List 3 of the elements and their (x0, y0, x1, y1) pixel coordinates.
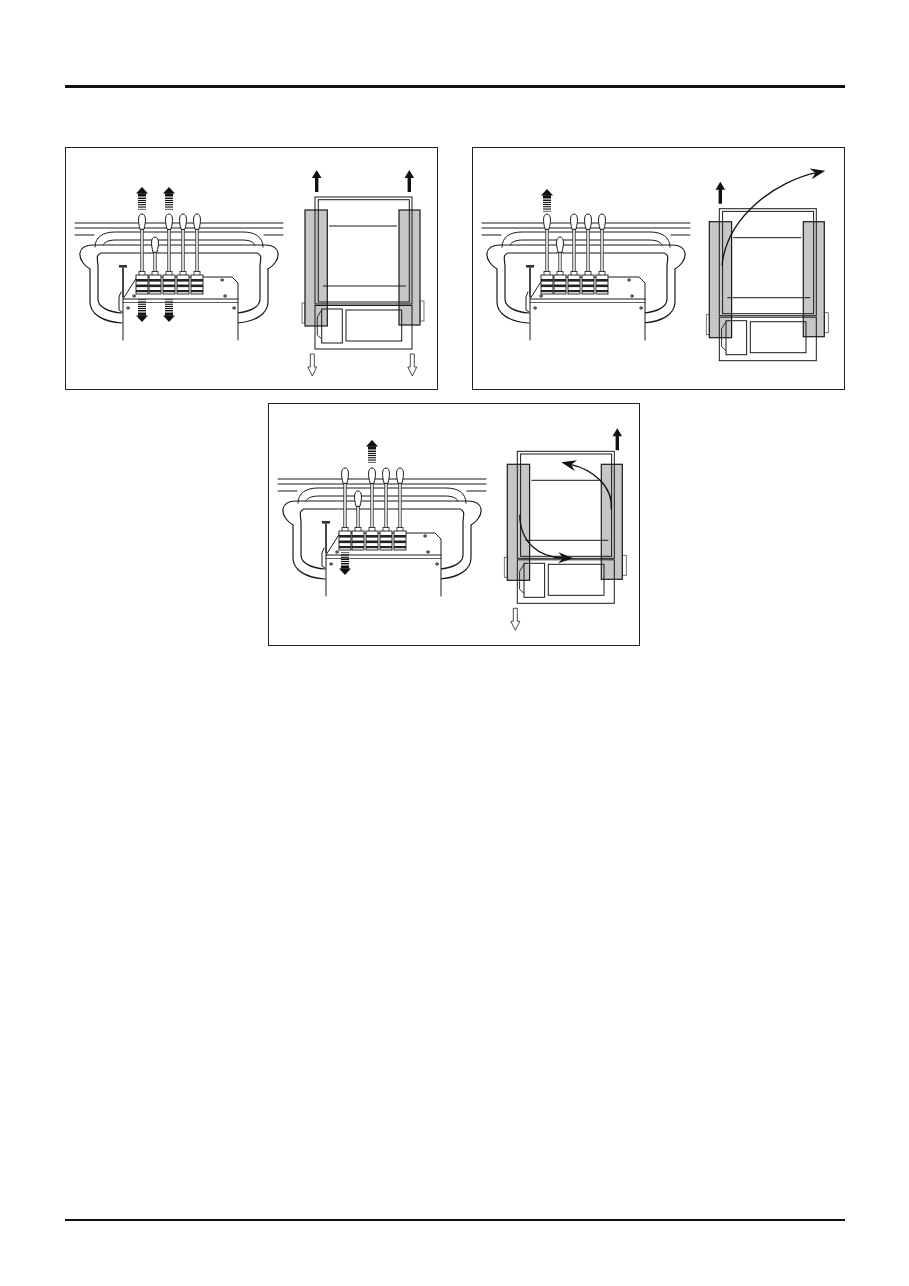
illustration-panel (268, 403, 640, 646)
illustration-panel (65, 147, 438, 390)
illustration-panel (472, 147, 845, 390)
